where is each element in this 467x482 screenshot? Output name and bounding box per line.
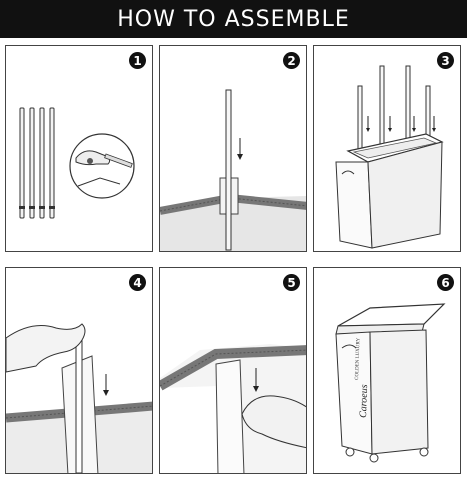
step-6-illustration: COLDEN LUXURY Caroeus: [335, 303, 446, 463]
step-5-badge: 5: [283, 274, 300, 291]
step-6-badge: 6: [437, 274, 454, 291]
step-4-badge: 4: [129, 274, 146, 291]
step-3-badge: 3: [437, 52, 454, 69]
step-4-illustration: [6, 323, 152, 473]
bag-logo-text: Caroeus: [358, 384, 370, 418]
step-1-badge: 1: [129, 52, 146, 69]
step-1-panel: 1: [5, 45, 153, 252]
page-title-banner: HOW TO ASSEMBLE: [0, 0, 467, 38]
step-3-panel: 3: [313, 45, 461, 252]
step-1-illustration: [19, 107, 135, 219]
step-3-illustration: [335, 65, 444, 249]
step-4-panel: 4: [5, 267, 153, 474]
step-6-panel: 6 COLDEN LUXURY Caroeus: [313, 267, 461, 474]
step-2-badge: 2: [283, 52, 300, 69]
step-5-illustration: [160, 344, 306, 473]
step-2-illustration: [160, 89, 306, 251]
step-5-panel: 5: [159, 267, 307, 474]
page-title: HOW TO ASSEMBLE: [117, 6, 350, 32]
step-2-panel: 2: [159, 45, 307, 252]
bag-brand-text: COLDEN LUXURY: [355, 337, 361, 380]
